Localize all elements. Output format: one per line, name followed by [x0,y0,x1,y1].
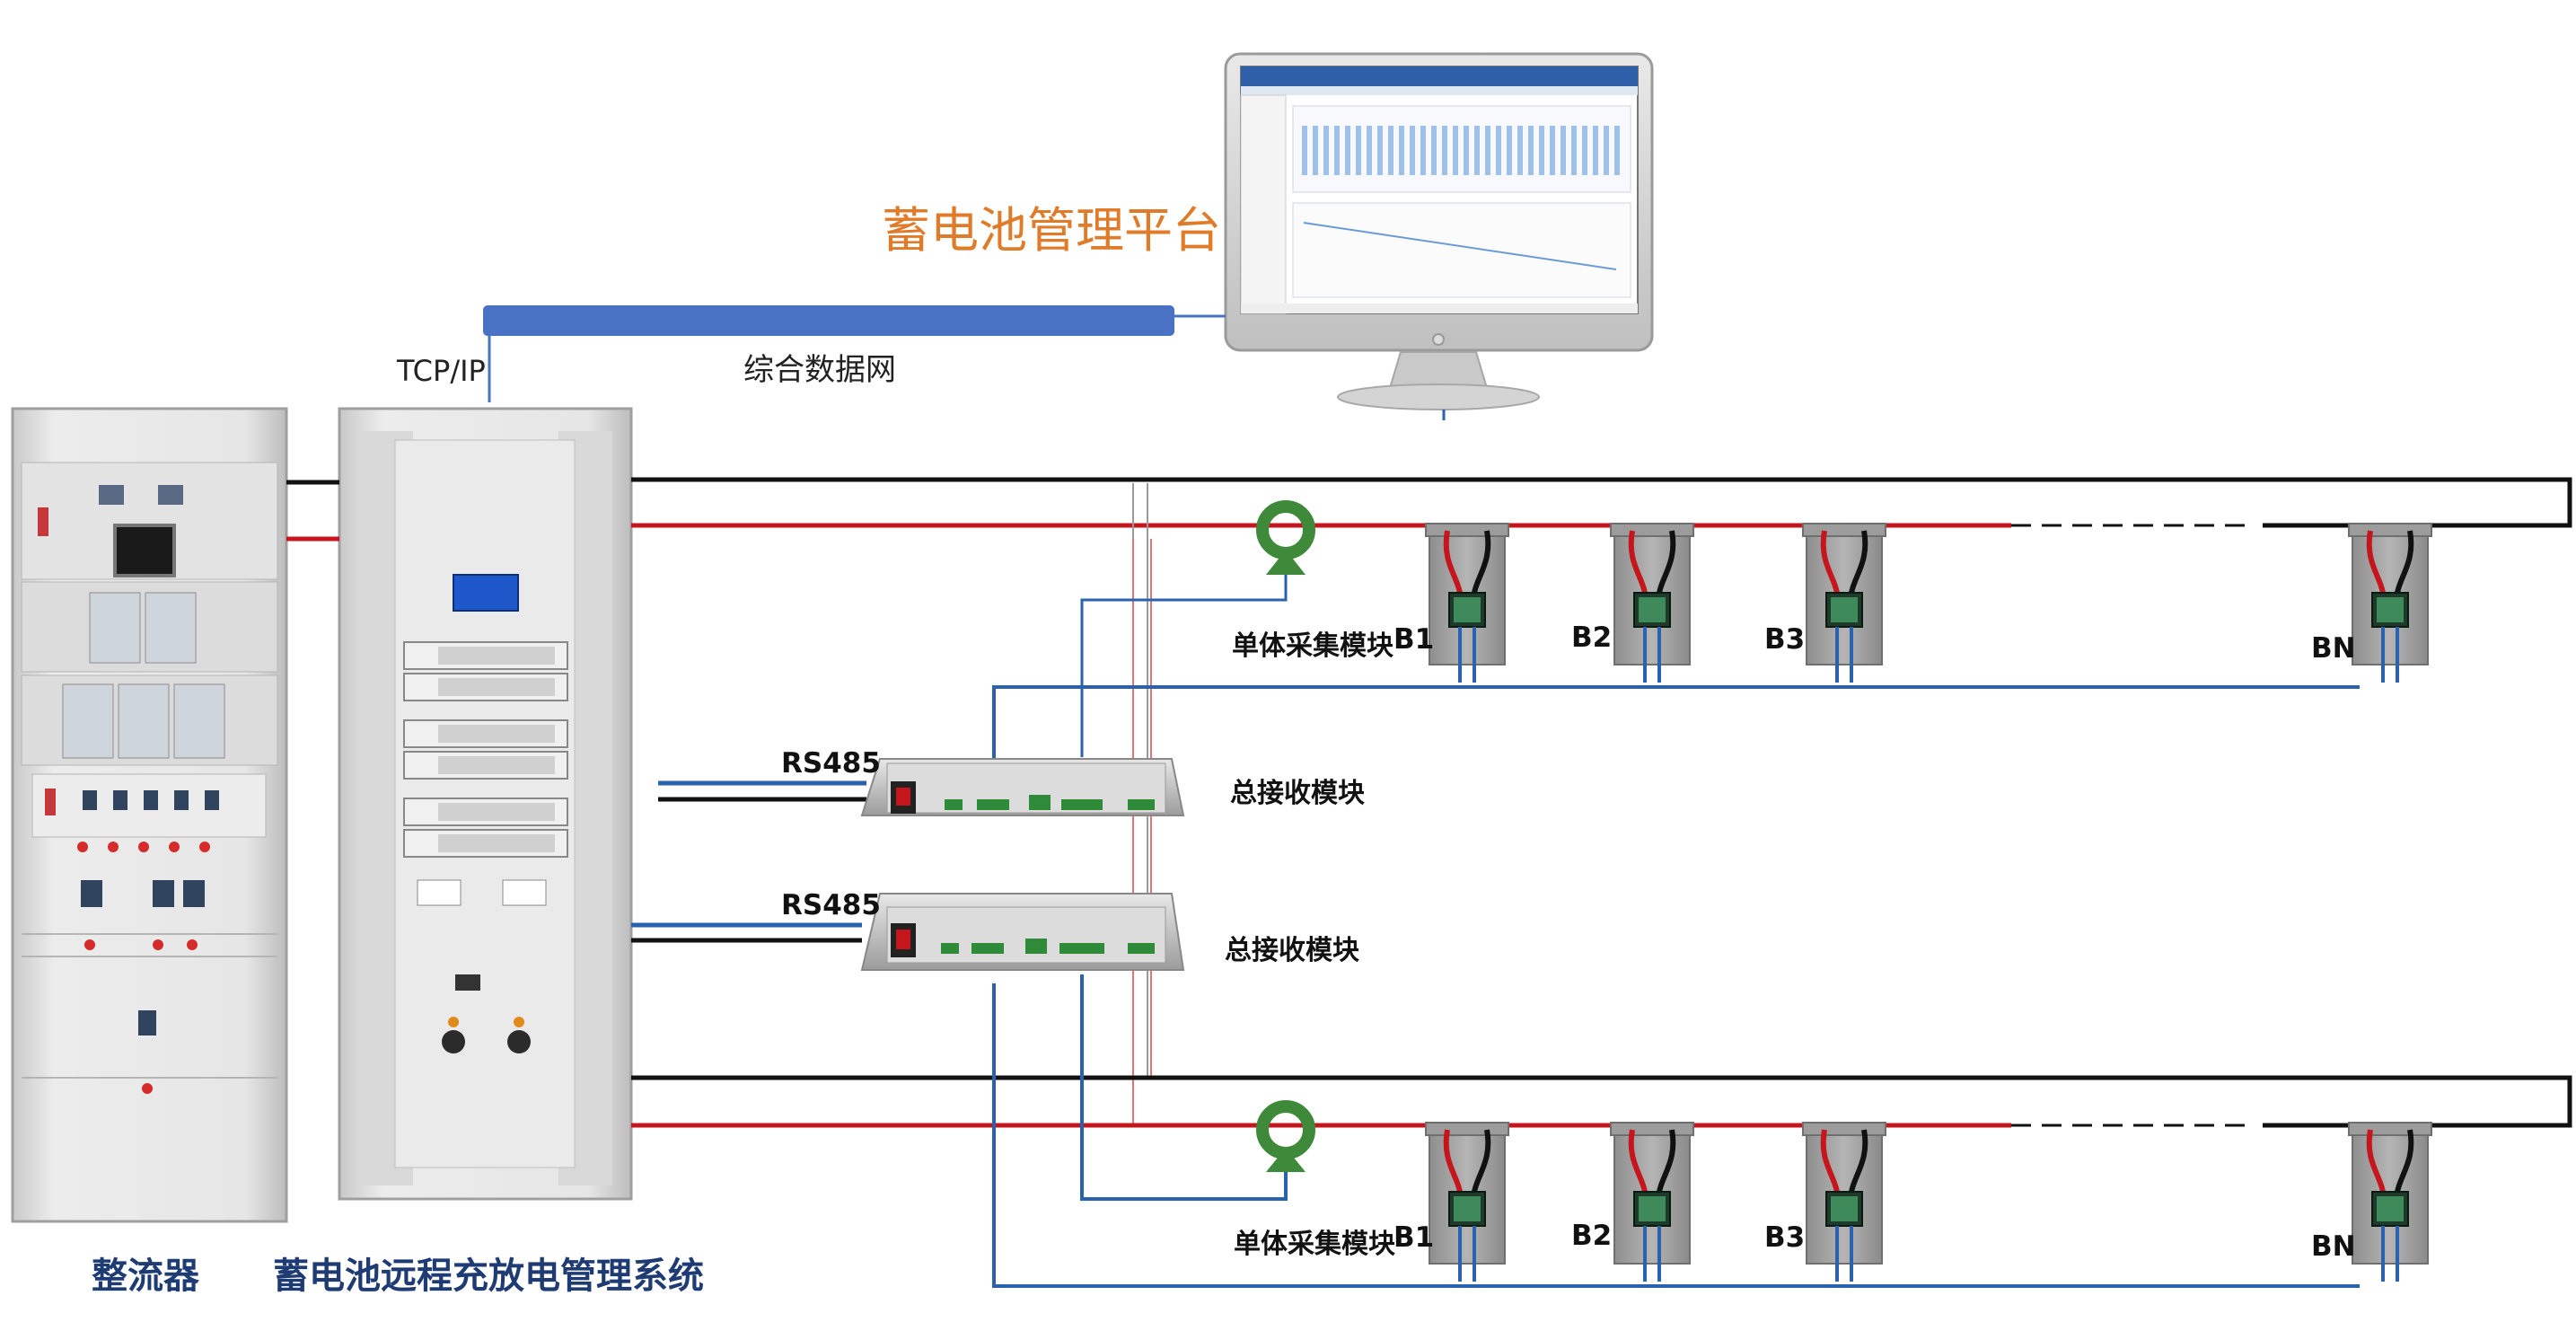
receiver-bottom-label: 总接收模块 [1225,935,1359,966]
wiring-bottom [631,922,2572,1288]
battery-icon [2348,523,2432,683]
collector-bottom-label: 单体采集模块 [1234,1229,1395,1260]
network-bus [483,305,1226,402]
battery-icon [1425,1122,1509,1282]
battery-strings [1425,523,2432,1282]
rs485-top-label: RS485 [781,747,881,780]
management-cabinet-icon [338,407,633,1201]
battery-icon [1610,523,1694,683]
collector-top-label: 单体采集模块 [1232,630,1394,662]
platform-title: 蓄电池管理平台 [882,202,1221,259]
receiver-module-top-icon [860,758,1185,816]
battery-icon [2348,1122,2432,1282]
cell-label-bottom-b3: B3 [1764,1221,1806,1254]
cell-label-top-bn: BN [2311,632,2356,665]
receiver-top-label: 总接收模块 [1230,778,1365,809]
battery-icon [1802,523,1886,683]
monitor-screen-line [1303,222,1617,270]
cell-label-top-b3: B3 [1764,623,1806,656]
receiver-module-bottom-icon [860,893,1185,971]
battery-icon [1610,1122,1694,1282]
system-caption: 蓄电池远程充放电管理系统 [273,1256,704,1297]
current-sensor-bottom-icon [1256,1100,1315,1172]
monitor-screen-bars [1302,126,1620,175]
cell-label-top-b1: B1 [1394,623,1435,656]
battery-icon [1425,523,1509,683]
rectifier-caption: 整流器 [92,1256,199,1297]
battery-icon [1802,1122,1886,1282]
cell-label-bottom-b1: B1 [1394,1221,1435,1254]
cell-label-top-b2: B2 [1571,621,1613,654]
rs485-bottom-label: RS485 [781,889,881,921]
cell-label-bottom-bn: BN [2311,1230,2356,1263]
rectifier-cabinet-icon [11,407,288,1223]
current-sensor-top-icon [1256,500,1315,575]
network-label: 综合数据网 [743,352,896,388]
monitor-icon [1224,52,1654,420]
cell-label-bottom-b2: B2 [1571,1220,1613,1252]
protocol-label: TCP/IP [397,354,486,388]
